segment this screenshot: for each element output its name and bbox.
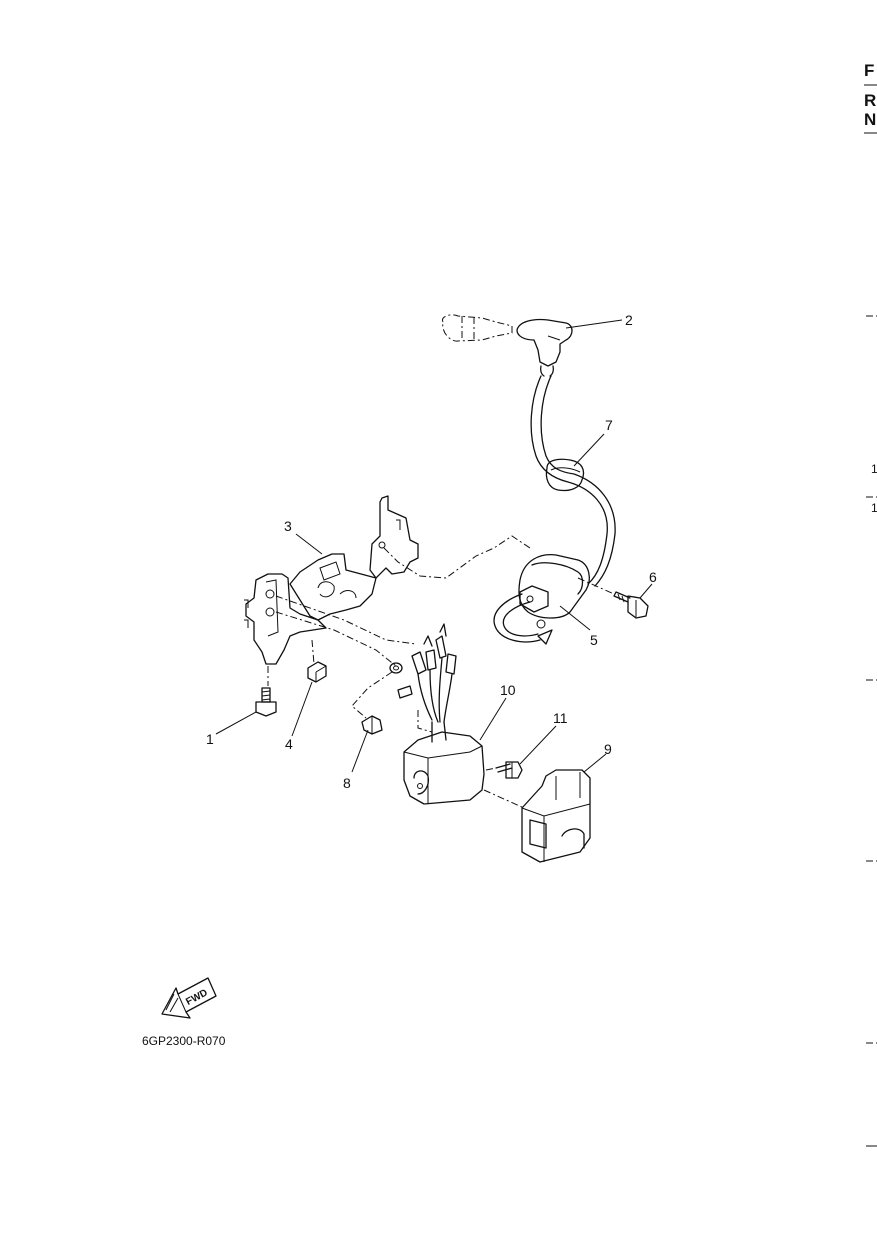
callout-4: 4 bbox=[285, 736, 293, 752]
clip-4 bbox=[307, 661, 327, 683]
right-edge: F R N 1 1 bbox=[864, 61, 877, 1147]
callout-9: 9 bbox=[604, 741, 612, 757]
callouts: 1 2 3 4 5 6 7 8 9 10 11 bbox=[206, 312, 657, 791]
figure-code: 6GP2300-R070 bbox=[142, 1034, 226, 1048]
bracket-base bbox=[244, 495, 419, 665]
bolt-1 bbox=[255, 687, 277, 717]
edge-letter-f: F bbox=[864, 61, 874, 80]
callout-8: 8 bbox=[343, 775, 351, 791]
washer bbox=[389, 662, 403, 674]
callout-3: 3 bbox=[284, 518, 292, 534]
edge-mark-2: 1 bbox=[871, 501, 877, 515]
edge-mark-1: 1 bbox=[871, 462, 877, 476]
callout-10: 10 bbox=[500, 682, 516, 698]
cord-grommet bbox=[545, 458, 585, 492]
spark-plug-cap bbox=[442, 314, 573, 377]
wire-connectors bbox=[397, 623, 457, 723]
assembly-lines bbox=[267, 535, 615, 809]
screw-8 bbox=[361, 715, 383, 735]
edge-letter-n: N bbox=[864, 110, 876, 129]
cover-9 bbox=[521, 769, 591, 863]
callout-1: 1 bbox=[206, 731, 214, 747]
leader-lines bbox=[215, 319, 653, 773]
callout-6: 6 bbox=[649, 569, 657, 585]
callout-2: 2 bbox=[625, 312, 633, 328]
bolt-6 bbox=[613, 591, 649, 619]
fwd-label: FWD bbox=[184, 987, 209, 1007]
callout-7: 7 bbox=[605, 417, 613, 433]
screw-11 bbox=[495, 761, 523, 779]
high-tension-cord bbox=[530, 375, 616, 587]
ignition-coil bbox=[493, 554, 590, 645]
edge-letter-r: R bbox=[864, 91, 876, 110]
callout-11: 11 bbox=[553, 710, 568, 726]
cdi-unit bbox=[403, 721, 485, 805]
fwd-badge: FWD bbox=[161, 977, 217, 1019]
callout-5: 5 bbox=[590, 632, 598, 648]
